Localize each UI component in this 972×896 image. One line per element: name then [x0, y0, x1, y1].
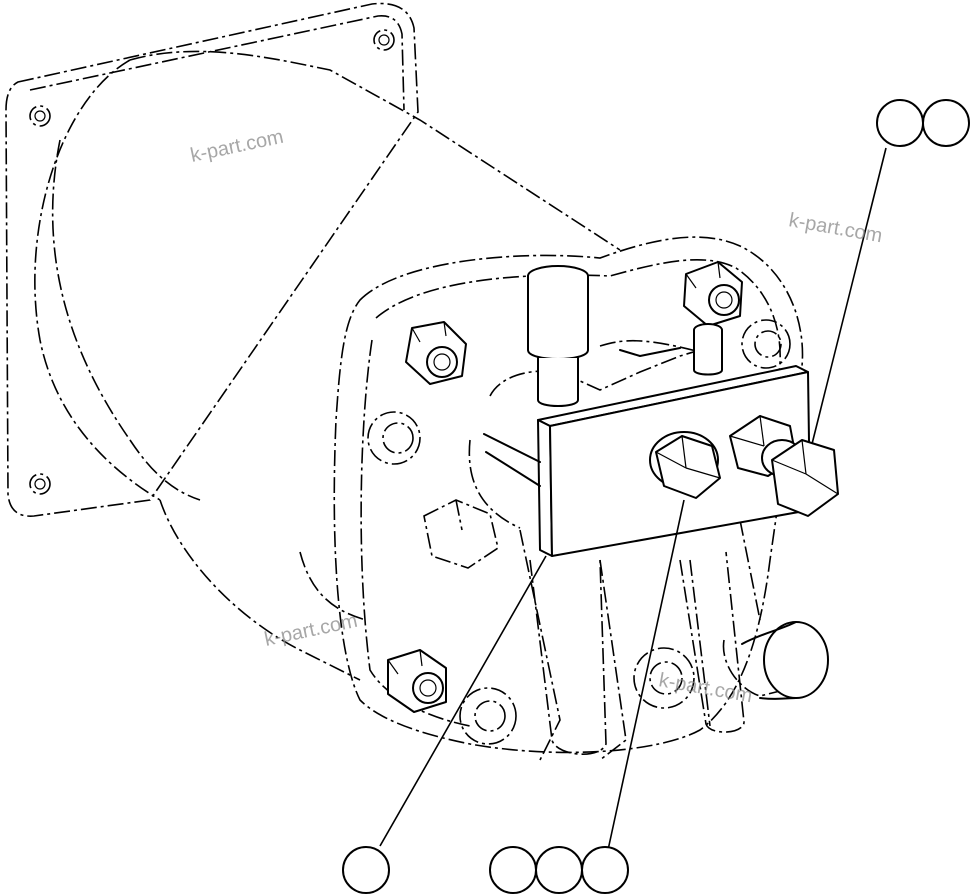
cover-bolt-upper-left	[405, 321, 467, 385]
callout-balloon	[876, 99, 924, 147]
leader-lines	[379, 147, 887, 851]
callout-balloon	[922, 99, 970, 147]
hose-left	[529, 559, 607, 755]
top-pin	[527, 265, 589, 407]
callout-balloon	[535, 846, 583, 894]
callout-group-upper-right	[876, 99, 970, 147]
center-hex-fitting	[649, 431, 721, 499]
left-fitting	[483, 347, 681, 487]
cover-bolt-lower-left	[387, 649, 447, 713]
bolt-hole-upper-right	[373, 29, 395, 51]
leader-upper-right	[811, 147, 887, 445]
callout-balloon	[342, 846, 390, 894]
motor-housing	[34, 50, 621, 681]
hose-right	[679, 551, 745, 733]
cover-hole-left	[367, 411, 421, 465]
callout-group-lower-middle	[489, 846, 629, 894]
cover-hole-right	[741, 319, 791, 369]
small-pin	[693, 323, 723, 376]
callout-balloon	[581, 846, 629, 894]
leader-lower-left	[379, 555, 547, 847]
lower-right-plug	[722, 621, 829, 700]
callout-balloon	[489, 846, 537, 894]
cover-hole-lower	[459, 687, 517, 745]
callout-group-lower-left	[342, 846, 390, 894]
cover-bolt-upper-right	[683, 261, 743, 327]
watermark-text: k-part.com	[188, 126, 285, 167]
bolt-hole-upper-left	[29, 105, 51, 127]
pump-end-cover	[333, 236, 804, 754]
mounting-flange	[5, 2, 419, 517]
right-end-cap	[771, 439, 839, 517]
cover-hole-lower-right	[633, 647, 695, 709]
hex-boss	[423, 499, 499, 569]
bolt-hole-lower-left	[29, 473, 51, 495]
leader-lower-middle	[607, 499, 685, 851]
